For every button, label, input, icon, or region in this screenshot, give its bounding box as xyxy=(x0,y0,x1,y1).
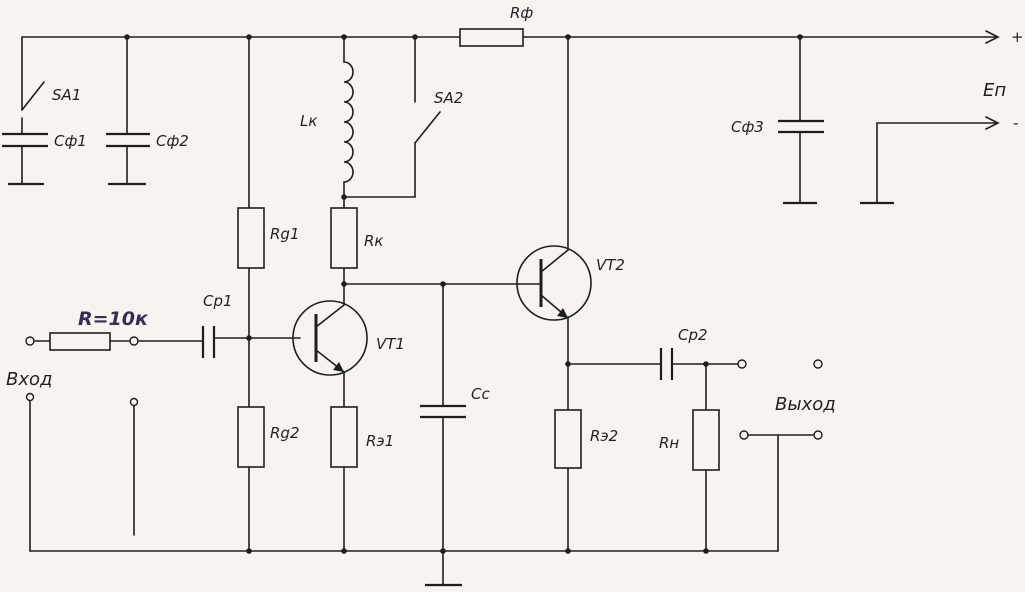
vt1-collector xyxy=(315,304,345,328)
label-rf: Rф xyxy=(510,4,533,22)
junction-dot xyxy=(341,548,347,554)
resistor-r-input xyxy=(49,332,111,351)
label-cf1: Cф1 xyxy=(54,132,87,150)
sa2-wire-bottom xyxy=(343,142,416,198)
junction-dot xyxy=(565,548,571,554)
input-terminal-ground[interactable] xyxy=(25,392,35,402)
label-sa2: SA2 xyxy=(434,89,463,107)
label-cf2: Cф2 xyxy=(156,132,189,150)
label-vt2: VT2 xyxy=(596,256,625,274)
resistor-rn xyxy=(692,409,720,471)
sa1-lever xyxy=(21,81,45,111)
label-cf3: Cф3 xyxy=(731,118,764,136)
input-terminal-right[interactable] xyxy=(129,336,139,346)
label-output: Выход xyxy=(775,394,836,415)
label-rg1: Rg1 xyxy=(270,225,300,243)
resistor-rg2 xyxy=(237,406,265,468)
junction-dot xyxy=(703,548,709,554)
label-lk: Lк xyxy=(300,112,317,130)
transistor-vt2-body xyxy=(516,245,592,321)
junction-dot xyxy=(341,194,347,200)
resistor-re1 xyxy=(330,406,358,468)
transistor-vt1-body xyxy=(292,300,368,376)
label-re2: Rэ2 xyxy=(590,427,618,445)
label-sa1: SA1 xyxy=(52,86,81,104)
output-terminal-b[interactable] xyxy=(813,359,823,369)
resistor-re2 xyxy=(554,409,582,469)
label-cc: Cс xyxy=(471,385,490,403)
label-minus: - xyxy=(1013,114,1018,132)
label-rn: Rн xyxy=(659,434,679,452)
label-cp1: Cр1 xyxy=(203,292,233,310)
sa2-lever xyxy=(414,111,441,144)
label-ep: Eп xyxy=(983,80,1006,101)
resistor-rf xyxy=(459,28,524,47)
label-rg2: Rg2 xyxy=(270,424,300,442)
resistor-rk xyxy=(330,207,358,269)
junction-dot xyxy=(246,548,252,554)
output-terminal-ground-b[interactable] xyxy=(813,430,823,440)
minus-wire xyxy=(876,122,999,204)
output-terminal-a[interactable] xyxy=(737,359,747,369)
resistor-rg1 xyxy=(237,207,265,269)
minus-arrow xyxy=(985,116,1000,130)
vt2-emitter-arrow xyxy=(557,308,568,318)
label-cp2: Cр2 xyxy=(678,326,708,344)
label-rk: Rк xyxy=(364,232,383,250)
label-r-input: R=10к xyxy=(78,308,149,330)
label-input: Вход xyxy=(6,369,52,390)
input-terminal-left[interactable] xyxy=(25,336,35,346)
junction-dot xyxy=(341,281,347,287)
inductor-lk xyxy=(343,61,354,183)
plus-arrow xyxy=(985,30,1000,44)
input-terminal-ground-2[interactable] xyxy=(129,397,139,407)
vt1-emitter-arrow xyxy=(333,362,344,372)
vt2-collector xyxy=(540,249,569,273)
label-re1: Rэ1 xyxy=(366,432,394,450)
output-terminal-ground-a[interactable] xyxy=(739,430,749,440)
label-plus: + xyxy=(1011,28,1024,46)
label-vt1: VT1 xyxy=(376,335,405,353)
